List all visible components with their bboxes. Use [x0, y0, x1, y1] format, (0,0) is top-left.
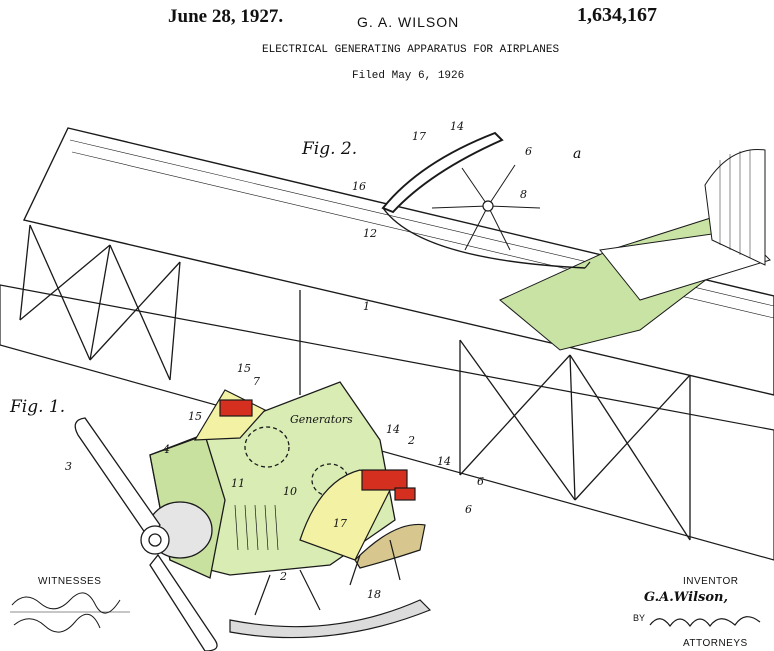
- reference-label: 11: [231, 477, 245, 490]
- lower-wing: [0, 284, 774, 561]
- patent-title: ELECTRICAL GENERATING APPARATUS FOR AIRP…: [262, 44, 560, 56]
- reference-label: a: [573, 146, 581, 162]
- generator-red-left: [219, 399, 253, 417]
- reference-label: 14: [450, 120, 464, 133]
- witnesses-label: WITNESSES: [38, 576, 102, 587]
- patent-number: 1,634,167: [577, 4, 657, 26]
- reference-label: 18: [367, 588, 381, 601]
- louvers: [234, 504, 279, 551]
- inventor-label: INVENTOR: [683, 576, 739, 587]
- reference-label: 7: [253, 375, 260, 388]
- wing-struts: [19, 224, 691, 541]
- by-label: BY: [633, 613, 646, 623]
- reference-label: 10: [283, 485, 297, 498]
- reference-label: 15: [237, 362, 251, 375]
- reference-label: 6: [525, 145, 532, 158]
- reference-label: 15: [188, 410, 202, 423]
- reference-label: 14: [437, 455, 451, 468]
- fig1-label: Fig. 1.: [9, 397, 65, 417]
- reference-label: 6: [477, 475, 484, 488]
- reference-label: 12: [363, 227, 377, 240]
- reference-label: 6: [465, 503, 472, 516]
- inventor-header: G. A. WILSON: [357, 14, 460, 30]
- reference-label: 2: [279, 570, 287, 583]
- scoop-left: [193, 389, 266, 441]
- patent-date: June 28, 1927.: [168, 6, 284, 27]
- fig2-spokes: [431, 164, 541, 251]
- reference-label: 14: [386, 423, 400, 436]
- inventor-name: G.A.Wilson,: [644, 590, 728, 605]
- reference-label: 3: [65, 460, 72, 473]
- attorneys-label: ATTORNEYS: [683, 638, 748, 649]
- reference-label: 2: [407, 434, 415, 447]
- fig2-label: Fig. 2.: [301, 139, 357, 159]
- propeller: [74, 417, 218, 651]
- landing-gear: [229, 539, 432, 639]
- generator-outline-1: [244, 426, 290, 468]
- fig2-diagram: [381, 131, 591, 269]
- witness-signatures: [10, 592, 130, 633]
- scoop-right: [299, 469, 426, 569]
- generators-label: Generators: [290, 413, 353, 426]
- reference-label: 1: [363, 300, 370, 313]
- reference-labels: Fig. 2. Fig. 1. Generators 1 2 2 3 4 6 6…: [9, 120, 581, 601]
- reference-label: 4: [162, 443, 170, 456]
- reference-label: 17: [412, 130, 426, 143]
- reference-label: 8: [520, 188, 527, 201]
- attorney-signature: [649, 616, 761, 628]
- reference-label: 16: [352, 180, 366, 193]
- generator-red-right: [361, 469, 408, 491]
- filed-date: Filed May 6, 1926: [352, 70, 465, 82]
- reference-label: 17: [333, 517, 347, 530]
